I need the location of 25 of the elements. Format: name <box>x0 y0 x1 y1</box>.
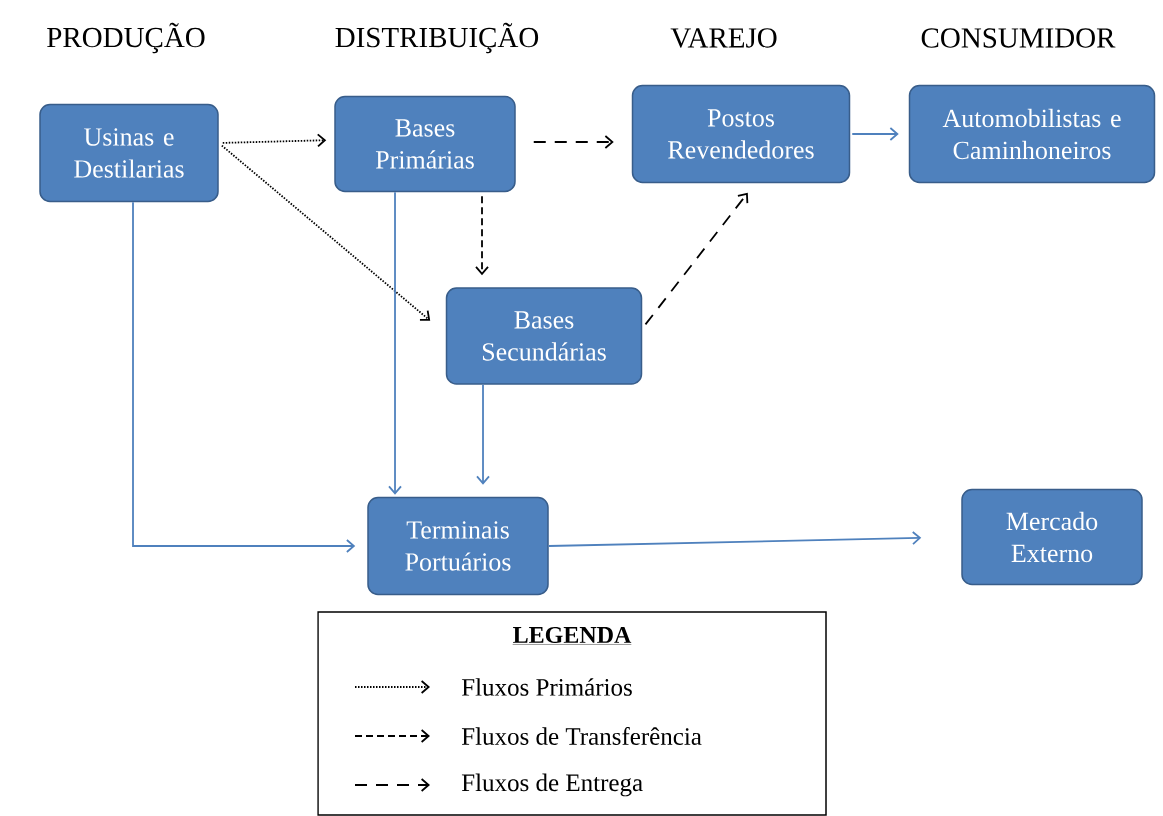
arrow <box>388 191 402 495</box>
arrow <box>475 195 489 276</box>
process-box: Postos Revendedores <box>631 84 851 184</box>
process-box: Automobilistas e Caminhoneiros <box>908 84 1156 184</box>
arrow <box>476 383 490 485</box>
arrow <box>221 133 327 148</box>
process-box: Bases Secundárias <box>445 287 643 385</box>
process-box: Bases Primárias <box>334 95 516 193</box>
legend-text: Fluxos Primários <box>461 678 632 696</box>
column-heading: DISTRIBUIÇÃO <box>335 22 539 54</box>
process-box: Mercado Externo <box>961 488 1143 586</box>
legend-text: Fluxos de Entrega <box>461 773 643 797</box>
arrow <box>547 531 922 547</box>
arrow <box>644 192 749 326</box>
column-heading: VAREJO <box>670 28 777 48</box>
arrow <box>851 127 899 141</box>
arrow <box>220 144 431 321</box>
legend-title: LEGENDA <box>512 626 632 645</box>
process-box: Usinas e Destilarias <box>39 103 219 203</box>
column-heading: PRODUÇÃO <box>47 22 205 54</box>
arrow <box>132 201 356 553</box>
process-box: Terminais Portuários <box>367 496 549 596</box>
legend-text: Fluxos de Transferência <box>461 727 702 745</box>
arrow <box>532 135 614 149</box>
column-heading: CONSUMIDOR <box>921 28 1116 48</box>
